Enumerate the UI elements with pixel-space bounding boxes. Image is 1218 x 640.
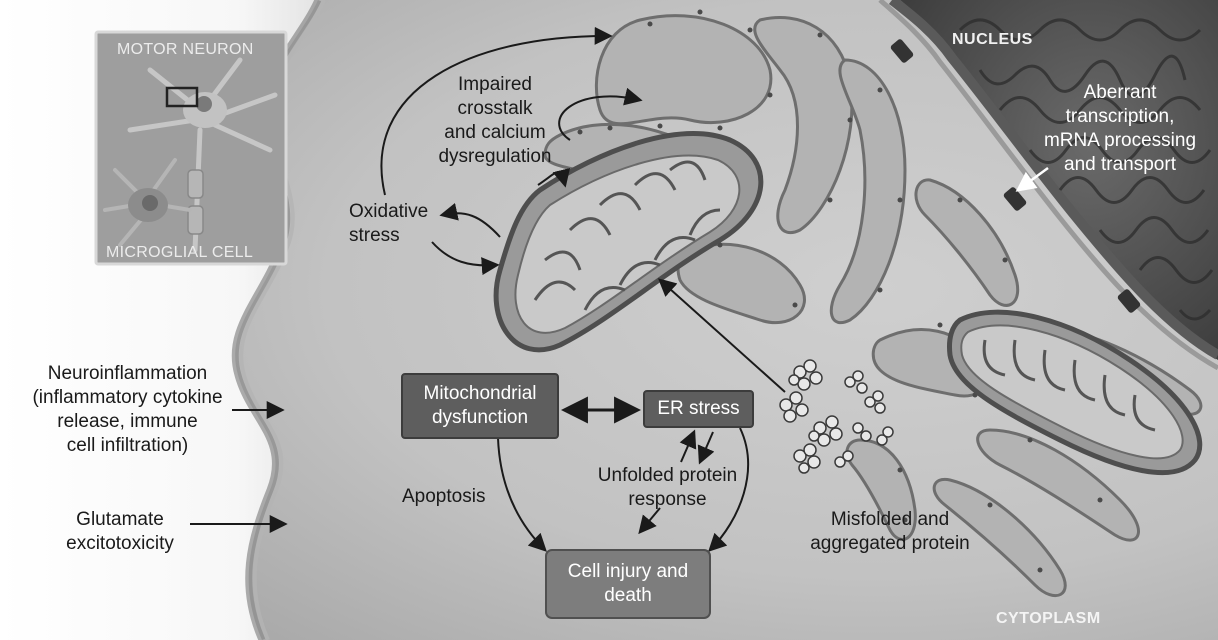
er-stress-box: ER stress (643, 390, 754, 428)
nucleus-label: NUCLEUS (952, 31, 1033, 49)
mitochondrial-dysfunction-box: Mitochondrial dysfunction (401, 373, 559, 439)
misfolded-protein-label: Misfolded and aggregated protein (790, 508, 990, 556)
motor-neuron-label: MOTOR NEURON (117, 41, 254, 59)
neuroinflammation-label: Neuroinflammation (inflammatory cytokine… (20, 362, 235, 458)
unfolded-protein-response-label: Unfolded protein response (580, 464, 755, 512)
impaired-crosstalk-label: Impaired crosstalk and calcium dysregula… (420, 73, 570, 169)
cytoplasm-label: CYTOPLASM (996, 610, 1101, 628)
aberrant-transcription-label: Aberrant transcription, mRNA processing … (1020, 81, 1218, 177)
apoptosis-label: Apoptosis (402, 485, 512, 509)
microglial-cell-label: MICROGLIAL CELL (106, 244, 253, 262)
cell-injury-death-box: Cell injury and death (545, 549, 711, 619)
motor-neuron-thumbnail (96, 32, 286, 264)
glutamate-excitotoxicity-label: Glutamate excitotoxicity (50, 508, 190, 556)
oxidative-stress-label: Oxidative stress (349, 200, 449, 248)
